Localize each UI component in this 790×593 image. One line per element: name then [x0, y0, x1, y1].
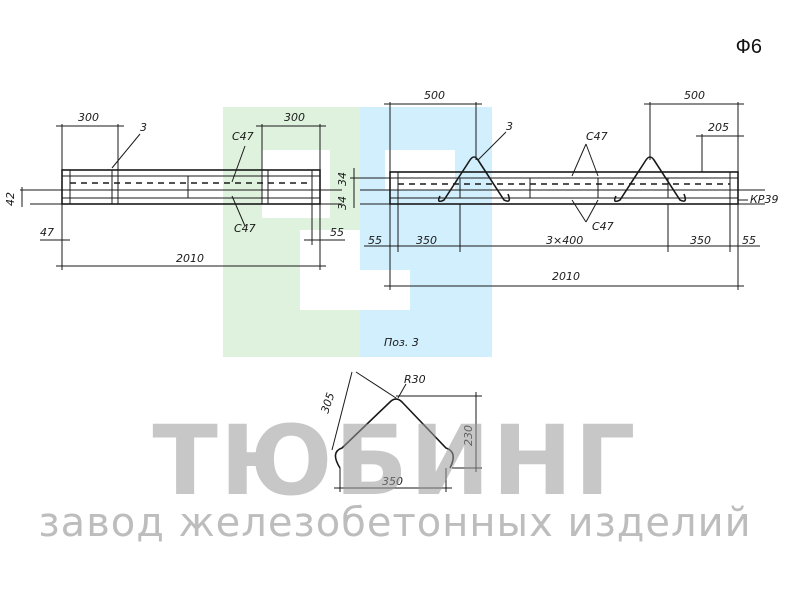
right-c47-top: С47 [586, 130, 608, 143]
right-dim-55-left: 55 [368, 234, 382, 247]
right-dim-34-b: 34 [336, 196, 349, 210]
left-dim-55: 55 [330, 226, 344, 239]
watermark-subtitle: завод железобетонных изделий [38, 500, 752, 546]
right-dim-500-b: 500 [684, 89, 705, 102]
left-pos-label: 3 [140, 121, 147, 134]
watermark-title: ТЮБИНГ [152, 405, 638, 517]
right-c47-bottom: С47 [592, 220, 614, 233]
left-c47-top: С47 [232, 130, 254, 143]
right-dim-3x400: 3×400 [546, 234, 583, 247]
left-dim-47: 47 [40, 226, 54, 239]
detail-width: 350 [382, 475, 403, 488]
right-pos-label: 3 [506, 120, 513, 133]
detail-bent-bar [331, 371, 482, 492]
detail-radius: R30 [404, 373, 426, 386]
left-dim-42: 42 [4, 192, 17, 206]
left-dim-total: 2010 [176, 252, 204, 265]
bar-code: Ф6 [735, 36, 762, 58]
left-frame [20, 124, 345, 270]
detail-height: 230 [462, 425, 475, 446]
right-dim-350-left: 350 [416, 234, 437, 247]
right-dim-34-a: 34 [336, 172, 349, 186]
right-kp-label: КР39 [750, 193, 778, 206]
right-frame [350, 102, 765, 290]
right-dim-205: 205 [708, 121, 729, 134]
left-c47-bottom: С47 [234, 222, 256, 235]
left-dim-300-a: 300 [78, 111, 99, 124]
right-dim-total: 2010 [552, 270, 580, 283]
detail-caption: Поз. 3 [384, 336, 419, 349]
right-dim-55-right: 55 [742, 234, 756, 247]
left-dim-300-b: 300 [284, 111, 305, 124]
right-dim-350-right: 350 [690, 234, 711, 247]
detail-leg: 305 [318, 391, 337, 415]
right-dim-500-a: 500 [424, 89, 445, 102]
